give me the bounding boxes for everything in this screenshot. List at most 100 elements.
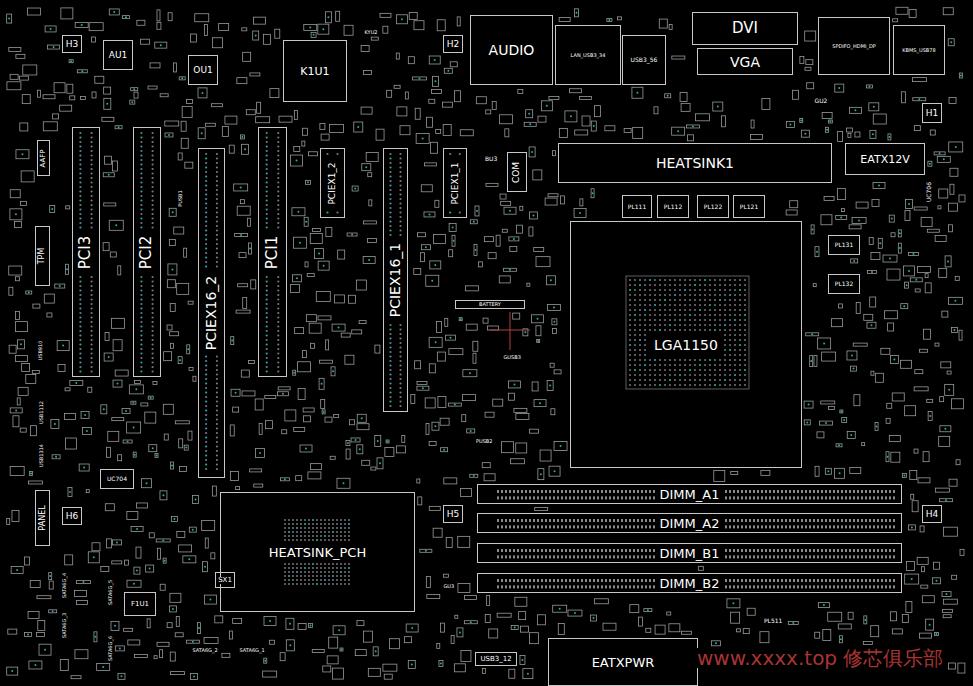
smd-pad: [376, 129, 384, 140]
via-dot: [305, 221, 307, 223]
smd-pad: [65, 438, 76, 449]
pin-dot: [689, 299, 691, 301]
smd-pad: [760, 632, 769, 643]
pin-dot: [714, 304, 716, 306]
pin-dot: [714, 289, 716, 291]
smd-pad: [811, 225, 814, 234]
pin-dot: [699, 289, 701, 291]
smd-pad: [871, 371, 874, 375]
smd-pad: [908, 252, 918, 255]
pin-dot: [152, 226, 154, 228]
smd-pad: [22, 363, 30, 371]
pin-dot: [152, 136, 154, 138]
pin-dot: [729, 334, 731, 336]
smd-pad: [75, 650, 88, 659]
smd-pad: [427, 595, 440, 599]
pin-dot: [91, 285, 93, 287]
pin-dot: [654, 314, 656, 316]
pin-dot: [719, 304, 721, 306]
smd-pad: [293, 370, 296, 375]
via-dot: [117, 383, 119, 385]
pin-dot: [674, 289, 676, 291]
smd-pad: [74, 590, 86, 596]
smd-pad: [113, 340, 122, 351]
smd-pad: [500, 194, 506, 199]
pin-dot: [205, 436, 207, 438]
smd-pad: [826, 127, 829, 132]
via-dot: [950, 41, 952, 43]
pin-dot: [216, 355, 218, 357]
smd-pad: [349, 295, 356, 303]
pin-dot: [399, 166, 401, 168]
via-dot: [357, 126, 359, 128]
pin-dot: [91, 370, 93, 372]
pin-dot: [659, 319, 661, 321]
pin-dot: [277, 316, 279, 318]
smd-pad: [101, 567, 109, 572]
smd-pad: [115, 646, 124, 651]
pin-dot: [91, 294, 93, 296]
pin-dot: [644, 299, 646, 301]
smd-pad: [396, 53, 399, 59]
pins: [79, 132, 746, 585]
pin-dot: [152, 181, 154, 183]
pin-dot: [674, 374, 676, 376]
smd-pad: [157, 22, 161, 29]
pin-dot: [277, 154, 279, 156]
via-dot: [192, 529, 194, 531]
pin-dot: [91, 222, 93, 224]
smd-pad: [530, 212, 538, 219]
smd-pad: [669, 24, 672, 29]
via-dot: [473, 221, 475, 223]
pin-dot: [724, 339, 726, 341]
smd-pad: [429, 441, 436, 445]
via-dot: [307, 181, 309, 183]
smd-pad: [516, 225, 522, 233]
pin-dot: [140, 177, 142, 179]
smd-pad: [851, 366, 857, 371]
pin-dot: [266, 222, 268, 224]
smd-pad: [655, 625, 665, 634]
smd-pad: [529, 147, 535, 157]
via-dot: [347, 442, 349, 444]
smd-pad: [818, 338, 831, 349]
smd-pad: [212, 486, 216, 496]
pin-dot: [724, 319, 726, 321]
pin-dot: [709, 379, 711, 381]
smd-pad: [264, 617, 276, 626]
smd-pad: [104, 353, 113, 361]
smd-pad: [523, 669, 533, 679]
pin-dot: [679, 304, 681, 306]
smd-pad: [356, 280, 366, 290]
via-dot: [513, 238, 515, 240]
via-dot: [411, 663, 413, 665]
smd-pad: [829, 407, 835, 410]
pin-dot: [659, 289, 661, 291]
pin-dot: [704, 309, 706, 311]
pin-dot: [205, 234, 207, 236]
smd-pad: [165, 133, 173, 137]
pin-dot: [140, 226, 142, 228]
pin-dot: [266, 370, 268, 372]
pin-dot: [399, 342, 401, 344]
smd-pad: [786, 210, 797, 215]
pin-dot: [704, 384, 706, 386]
smd-pad: [18, 340, 25, 349]
smd-pad: [821, 401, 835, 404]
pin-dot: [216, 166, 218, 168]
smd-pad: [520, 206, 523, 210]
smd-pad: [361, 46, 369, 52]
smd-pad: [180, 467, 187, 472]
smd-pad: [142, 479, 152, 488]
pin-dot: [216, 391, 218, 393]
smd-pad: [814, 355, 817, 366]
smd-pad: [465, 286, 478, 291]
via-dot: [15, 409, 17, 411]
smd-pad: [141, 39, 150, 44]
smd-pad: [53, 114, 59, 119]
pin-dot: [664, 379, 666, 381]
via-dot: [945, 499, 947, 501]
pin-dot: [399, 351, 401, 353]
pin-dot: [664, 309, 666, 311]
via-dot: [297, 211, 299, 213]
